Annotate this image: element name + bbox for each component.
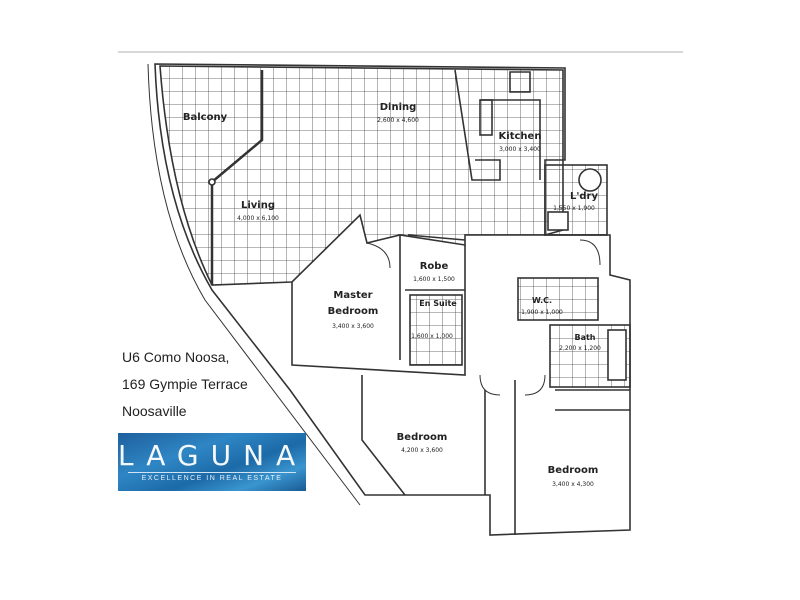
room-dims-ensuite: 1,600 x 1,000 (411, 333, 453, 340)
ensuite-room (409, 294, 463, 366)
room-label-wc: W.C. (532, 296, 552, 305)
address-line-1: U6 Como Noosa, (122, 349, 230, 365)
door-swing (366, 242, 391, 269)
room-label-laundry: L'dry (570, 191, 599, 202)
laguna-logo: LAGUNA EXCELLENCE IN REAL ESTATE (118, 433, 306, 491)
room-label-living: Living (241, 200, 275, 211)
room-dims-bath: 2,200 x 1,200 (559, 345, 601, 352)
room-dims-kitchen: 3,000 x 3,400 (499, 146, 541, 153)
room-label-bedroom-3: Bedroom (548, 465, 599, 476)
wc-room (517, 277, 599, 321)
room-dims-master: 3,400 x 3,600 (332, 323, 374, 330)
room-label-master-1: Master (333, 290, 372, 301)
address-line-2: 169 Gympie Terrace (122, 376, 248, 392)
logo-rule (128, 472, 296, 473)
logo-name: LAGUNA (118, 439, 308, 472)
logo-tagline: EXCELLENCE IN REAL ESTATE (141, 475, 283, 482)
bathtub-icon (607, 329, 627, 381)
kitchen-bench (454, 69, 541, 181)
room-label-balcony: Balcony (183, 112, 228, 123)
room-label-bath: Bath (574, 333, 595, 342)
room-label-kitchen: Kitchen (499, 131, 542, 142)
outer-wall (154, 63, 631, 536)
room-dims-living: 4,000 x 6,100 (237, 215, 279, 222)
room-dims-bedroom-3: 3,400 x 4,300 (552, 481, 594, 488)
address-line-3: Noosaville (122, 403, 187, 419)
room-label-bedroom-2: Bedroom (397, 432, 448, 443)
balcony-wall (210, 70, 264, 285)
room-label-dining: Dining (380, 102, 417, 113)
room-label-master-2: Bedroom (328, 306, 379, 317)
room-dims-bedroom-2: 4,200 x 3,600 (401, 447, 443, 454)
room-label-robe: Robe (420, 261, 449, 272)
sink-icon (479, 99, 493, 136)
room-dims-wc: 1,900 x 1,000 (521, 309, 563, 316)
room-label-ensuite: En Suite (419, 299, 457, 308)
room-dims-robe: 1,600 x 1,500 (413, 276, 455, 283)
curved-balcony-edge (147, 63, 361, 506)
room-dims-laundry: 1,550 x 1,900 (553, 205, 595, 212)
room-dims-dining: 2,600 x 4,600 (377, 117, 419, 124)
